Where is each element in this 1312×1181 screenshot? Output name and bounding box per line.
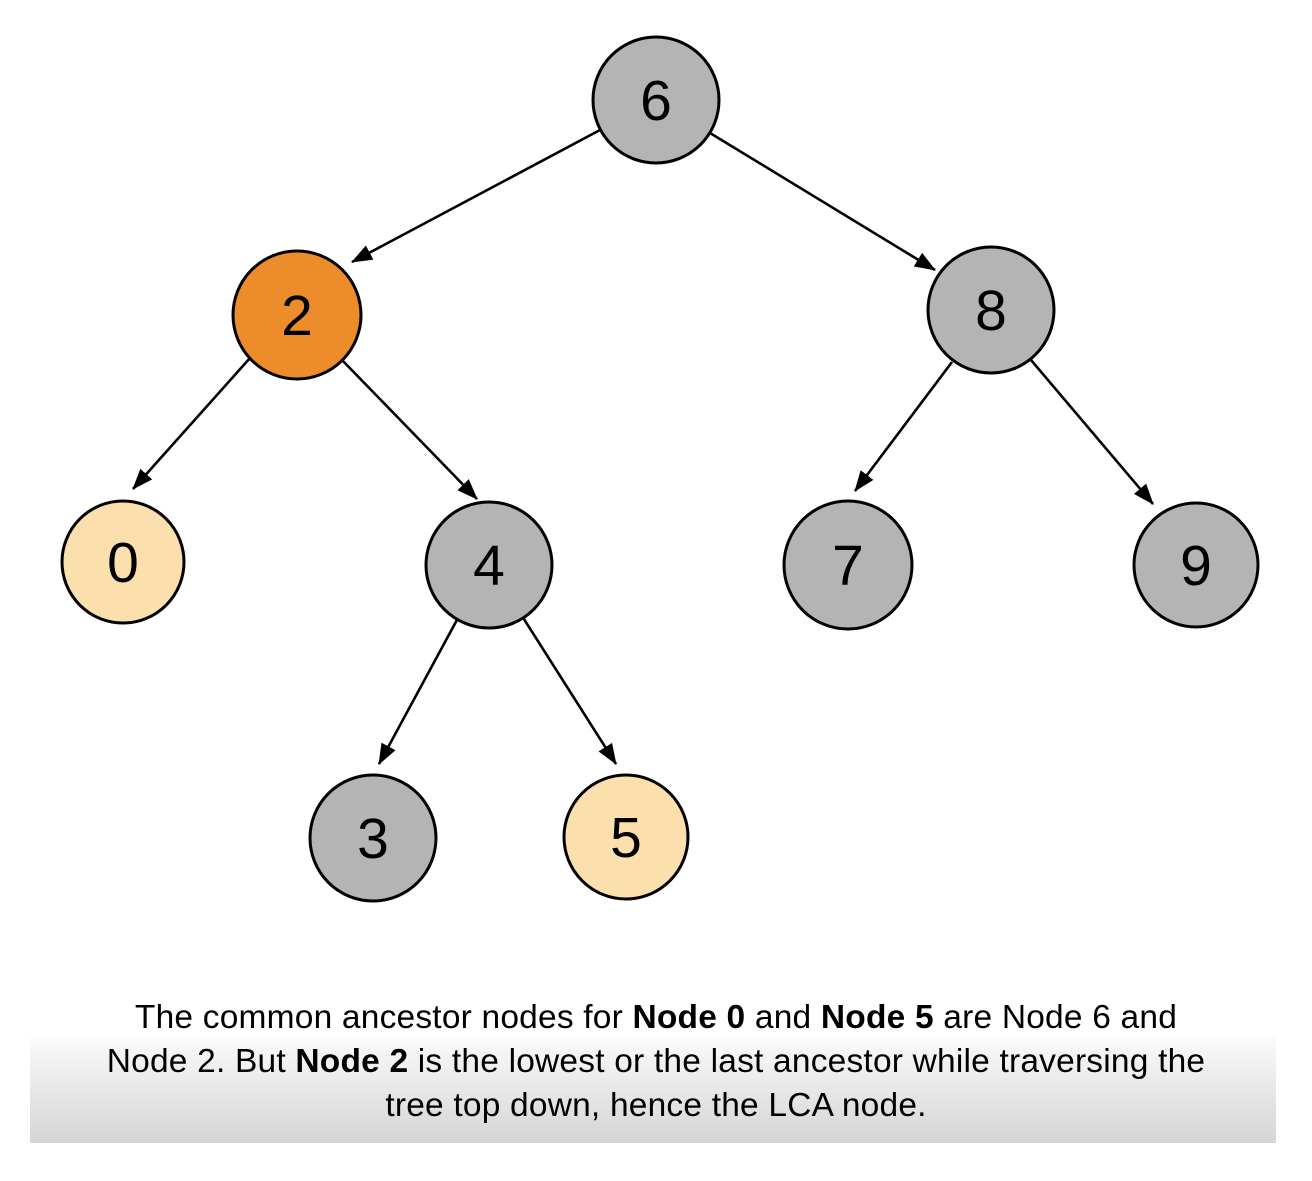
caption-regular-text: is the lowest or the last ancestor while… <box>408 1043 1206 1080</box>
caption-regular-text: are Node 6 and <box>933 999 1178 1036</box>
edge-6-8 <box>709 131 936 272</box>
caption-text: The common ancestor nodes for Node 0 and… <box>0 996 1312 1128</box>
node-circle-0 <box>60 499 186 625</box>
tree-node-7: 7 <box>782 499 914 631</box>
tree-node-9: 9 <box>1132 501 1260 629</box>
node-circle-8 <box>926 245 1056 375</box>
caption-regular-text: tree top down, hence the LCA node. <box>385 1087 927 1124</box>
edge-4-3 <box>377 617 460 765</box>
tree-node-6: 6 <box>591 35 721 165</box>
edge-8-7 <box>853 361 954 492</box>
node-label-3: 3 <box>357 807 389 871</box>
edge-8-9 <box>1030 359 1154 505</box>
caption-regular-text: The common ancestor nodes for <box>134 999 633 1036</box>
node-circle-6 <box>591 35 721 165</box>
tree-node-8: 8 <box>926 245 1056 375</box>
node-label-6: 6 <box>640 69 672 133</box>
node-circle-5 <box>562 773 690 901</box>
edge-2-4 <box>341 359 478 500</box>
edge-6-2 <box>351 128 601 264</box>
node-circle-9 <box>1132 501 1260 629</box>
tree-node-0: 0 <box>60 499 186 625</box>
node-label-2: 2 <box>281 284 313 348</box>
caption-bold-text: Node 0 <box>632 999 746 1036</box>
tree-node-5: 5 <box>562 773 690 901</box>
node-label-7: 7 <box>832 534 864 598</box>
edge-2-0 <box>132 357 251 490</box>
caption-bold-text: Node 2 <box>295 1043 409 1080</box>
caption-bold-text: Node 5 <box>820 999 934 1036</box>
tree-nodes: 6 2 8 0 4 7 9 3 5 <box>60 35 1260 903</box>
edge-4-5 <box>520 615 618 765</box>
node-label-8: 8 <box>975 279 1007 343</box>
node-label-9: 9 <box>1180 534 1212 598</box>
node-circle-7 <box>782 499 914 631</box>
node-label-0: 0 <box>107 531 139 595</box>
tree-node-4: 4 <box>424 500 554 630</box>
tree-edges <box>132 128 1154 765</box>
caption-line-2: Node 2. But Node 2 is the lowest or the … <box>0 1040 1312 1084</box>
node-label-4: 4 <box>473 534 505 598</box>
caption-line-1: The common ancestor nodes for Node 0 and… <box>0 996 1312 1040</box>
tree-node-2: 2 <box>231 249 363 381</box>
node-circle-4 <box>424 500 554 630</box>
node-label-5: 5 <box>610 806 642 870</box>
caption-line-3: tree top down, hence the LCA node. <box>0 1084 1312 1128</box>
caption-regular-text: Node 2. But <box>106 1043 296 1080</box>
tree-node-3: 3 <box>308 773 438 903</box>
node-circle-2 <box>231 249 363 381</box>
node-circle-3 <box>308 773 438 903</box>
caption-regular-text: and <box>745 999 821 1036</box>
caption-background <box>30 1038 1276 1143</box>
